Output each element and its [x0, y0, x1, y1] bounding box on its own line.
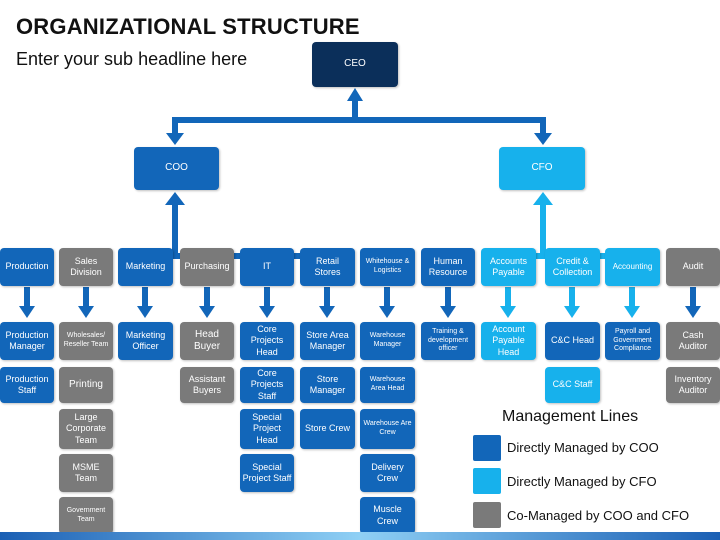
dept-arrow-shaft [142, 287, 148, 309]
dept-arrow-head [319, 306, 335, 318]
dept-arrow-shaft [445, 287, 451, 309]
role-cash-auditor: Cash Auditor [666, 322, 720, 360]
role-store-crew: Store Crew [300, 409, 355, 449]
role-production-manager: Production Manager [0, 322, 54, 360]
dept-arrow-head [19, 306, 35, 318]
role-store-manager: Store Manager [300, 367, 355, 403]
dept-arrow-head [199, 306, 215, 318]
dept-retail-stores: Retail Stores [300, 248, 355, 286]
role-production-staff: Production Staff [0, 367, 54, 403]
dept-accounting: Accounting [605, 248, 660, 286]
page-subtitle: Enter your sub headline here [16, 49, 248, 69]
dept-human-resource: Human Resource [421, 248, 475, 286]
dept-accounts-payable: Accounts Payable [481, 248, 536, 286]
dept-arrow-shaft [505, 287, 511, 309]
role-training-development-officer: Training & development officer [421, 322, 475, 360]
dept-arrow-shaft [204, 287, 210, 309]
dept-arrow-head [500, 306, 516, 318]
role-delivery-crew: Delivery Crew [360, 454, 415, 492]
dept-marketing: Marketing [118, 248, 173, 286]
role-assistant-buyers: Assistant Buyers [180, 367, 234, 403]
department-arrows [19, 287, 701, 318]
role-marketing-officer: Marketing Officer [118, 322, 173, 360]
role-printing: Printing [59, 367, 113, 403]
dept-arrow-shaft [324, 287, 330, 309]
role-cc-head: C&C Head [545, 322, 600, 360]
cfo-box: CFO [499, 147, 585, 190]
legend-title: Management Lines [502, 408, 639, 425]
dept-it: IT [240, 248, 294, 286]
dept-arrow-head [624, 306, 640, 318]
dept-arrow-head [440, 306, 456, 318]
role-warehouse-manager: Warehouse Manager [360, 322, 415, 360]
dept-audit: Audit [666, 248, 720, 286]
dept-sales-division: Sales Division [59, 248, 113, 286]
role-warehouse-area-head: Warehouse Area Head [360, 367, 415, 403]
role-cc-staff: C&C Staff [545, 367, 600, 403]
dept-arrow-head [379, 306, 395, 318]
dept-arrow-head [685, 306, 701, 318]
dept-arrow-shaft [83, 287, 89, 309]
dept-arrow-head [259, 306, 275, 318]
dept-arrow-shaft [24, 287, 30, 309]
dept-arrow-head [564, 306, 580, 318]
role-inventory-auditor: Inventory Auditor [666, 367, 720, 403]
legend-swatch-coo [473, 435, 501, 461]
role-government-team: Government Team [59, 497, 113, 534]
legend-label-comanaged: Co-Managed by COO and CFO [507, 508, 690, 523]
dept-purchasing: Purchasing [180, 248, 234, 286]
role-core-projects-head: Core Projects Head [240, 322, 294, 360]
legend-swatch-cfo [473, 468, 501, 494]
role-store-area-manager: Store Area Manager [300, 322, 355, 360]
bottom-accent-bar [0, 532, 720, 540]
legend-label-cfo: Directly Managed by CFO [507, 474, 657, 489]
role-special-project-staff: Special Project Staff [240, 454, 294, 492]
dept-arrow-shaft [690, 287, 696, 309]
role-payroll-government-compliance: Payroll and Government Compliance [605, 322, 660, 360]
dept-credit-collection: Credit & Collection [545, 248, 600, 286]
role-warehouse-are-crew: Warehouse Are Crew [360, 409, 415, 449]
dept-arrow-shaft [629, 287, 635, 309]
dept-production: Production [0, 248, 54, 286]
dept-arrow-shaft [384, 287, 390, 309]
dept-whitehouse-logistics: Whitehouse & Logistics [360, 248, 415, 286]
role-core-projects-staff: Core Projects Staff [240, 367, 294, 403]
dept-arrow-shaft [264, 287, 270, 309]
coo-box: COO [134, 147, 219, 190]
role-wholesales-reseller-team: Wholesales/ Reseller Team [59, 322, 113, 360]
role-msme-team: MSME Team [59, 454, 113, 492]
legend-label-coo: Directly Managed by COO [507, 440, 659, 455]
role-head-buyer: Head Buyer [180, 322, 234, 360]
ceo-box: CEO [312, 42, 398, 87]
dept-arrow-head [137, 306, 153, 318]
page-title: ORGANIZATIONAL STRUCTURE [16, 14, 360, 39]
role-special-project-head: Special Project Head [240, 409, 294, 449]
dept-arrow-shaft [569, 287, 575, 309]
role-muscle-crew: Muscle Crew [360, 497, 415, 534]
role-account-payable-head: Account Payable Head [481, 322, 536, 360]
role-large-corporate-team: Large Corporate Team [59, 409, 113, 449]
dept-arrow-head [78, 306, 94, 318]
ceo-connector [166, 88, 552, 145]
legend-swatch-comanaged [473, 502, 501, 528]
